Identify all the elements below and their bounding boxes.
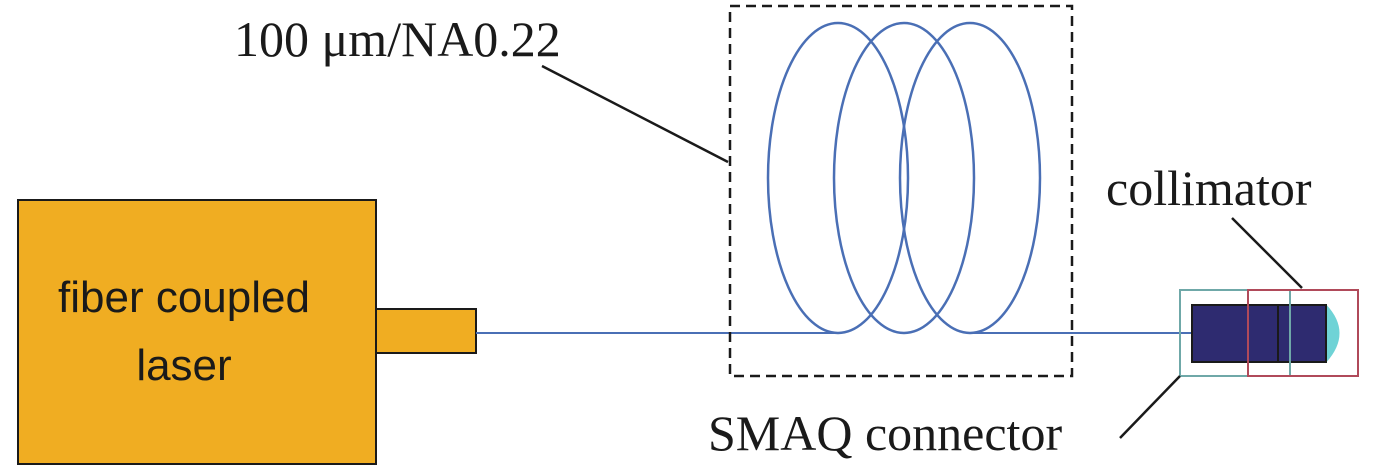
fiber-coil bbox=[766, 21, 1042, 335]
collimator-label: collimator bbox=[1106, 160, 1312, 216]
collimator-leader bbox=[1231, 217, 1303, 289]
fiber-spec-label: 100 μm/NA0.22 bbox=[234, 11, 561, 67]
collimator-outline bbox=[1247, 289, 1359, 377]
smaq-connector-label: SMAQ connector bbox=[708, 405, 1062, 461]
fiber-loop-1 bbox=[766, 21, 910, 335]
fiber-loop-3 bbox=[898, 21, 1042, 335]
connector-body bbox=[1191, 304, 1327, 363]
laser-label-line1: fiber coupled bbox=[58, 273, 310, 322]
smaq-connector-outline bbox=[1179, 289, 1291, 377]
collimator-lens bbox=[1325, 303, 1340, 364]
fiber-coil-enclosure bbox=[728, 4, 1074, 378]
fiber-spec-leader bbox=[541, 64, 729, 164]
connector-collimator-assembly bbox=[1179, 289, 1359, 377]
laser-label-line2: laser bbox=[136, 341, 231, 390]
laser-fiber-port bbox=[375, 308, 477, 354]
smaq-connector-leader bbox=[1119, 375, 1181, 439]
laser-box bbox=[17, 199, 377, 465]
fiber-loop-2 bbox=[832, 21, 976, 335]
